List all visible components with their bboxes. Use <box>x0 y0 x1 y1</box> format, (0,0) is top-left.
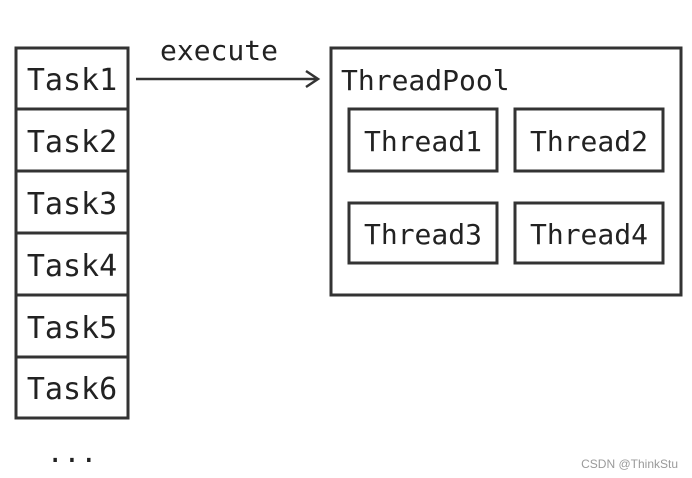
task-label-4: Task4 <box>27 249 117 284</box>
thread-label-4: Thread4 <box>530 218 648 251</box>
thread-box-4 <box>513 201 665 265</box>
arrow-head <box>305 69 321 89</box>
thread-label-2: Thread2 <box>530 125 648 158</box>
execute-arrow: execute <box>136 34 321 89</box>
threadpool-container: ThreadPool Thread1 Thread2 Thread3 Threa… <box>329 46 683 297</box>
task-label-5: Task5 <box>27 311 117 346</box>
task-label-6: Task6 <box>27 372 117 407</box>
thread-label-1: Thread1 <box>364 125 482 158</box>
task-label-2: Task2 <box>27 125 117 160</box>
thread-box-2 <box>513 107 665 173</box>
task-label-3: Task3 <box>27 187 117 222</box>
watermark: CSDN @ThinkStu <box>581 457 678 471</box>
threadpool-title: ThreadPool <box>341 64 510 97</box>
task-queue: Task1 Task2 Task3 Task4 Task5 Task6 ... <box>14 46 130 469</box>
execute-label: execute <box>160 34 278 67</box>
thread-box-3 <box>347 201 499 265</box>
thread-label-3: Thread3 <box>364 218 482 251</box>
task-ellipsis: ... <box>47 436 98 469</box>
thread-box-1 <box>347 107 499 173</box>
threadpool-box <box>329 46 683 297</box>
task-box-6 <box>14 355 130 420</box>
task-label-1: Task1 <box>27 63 117 98</box>
